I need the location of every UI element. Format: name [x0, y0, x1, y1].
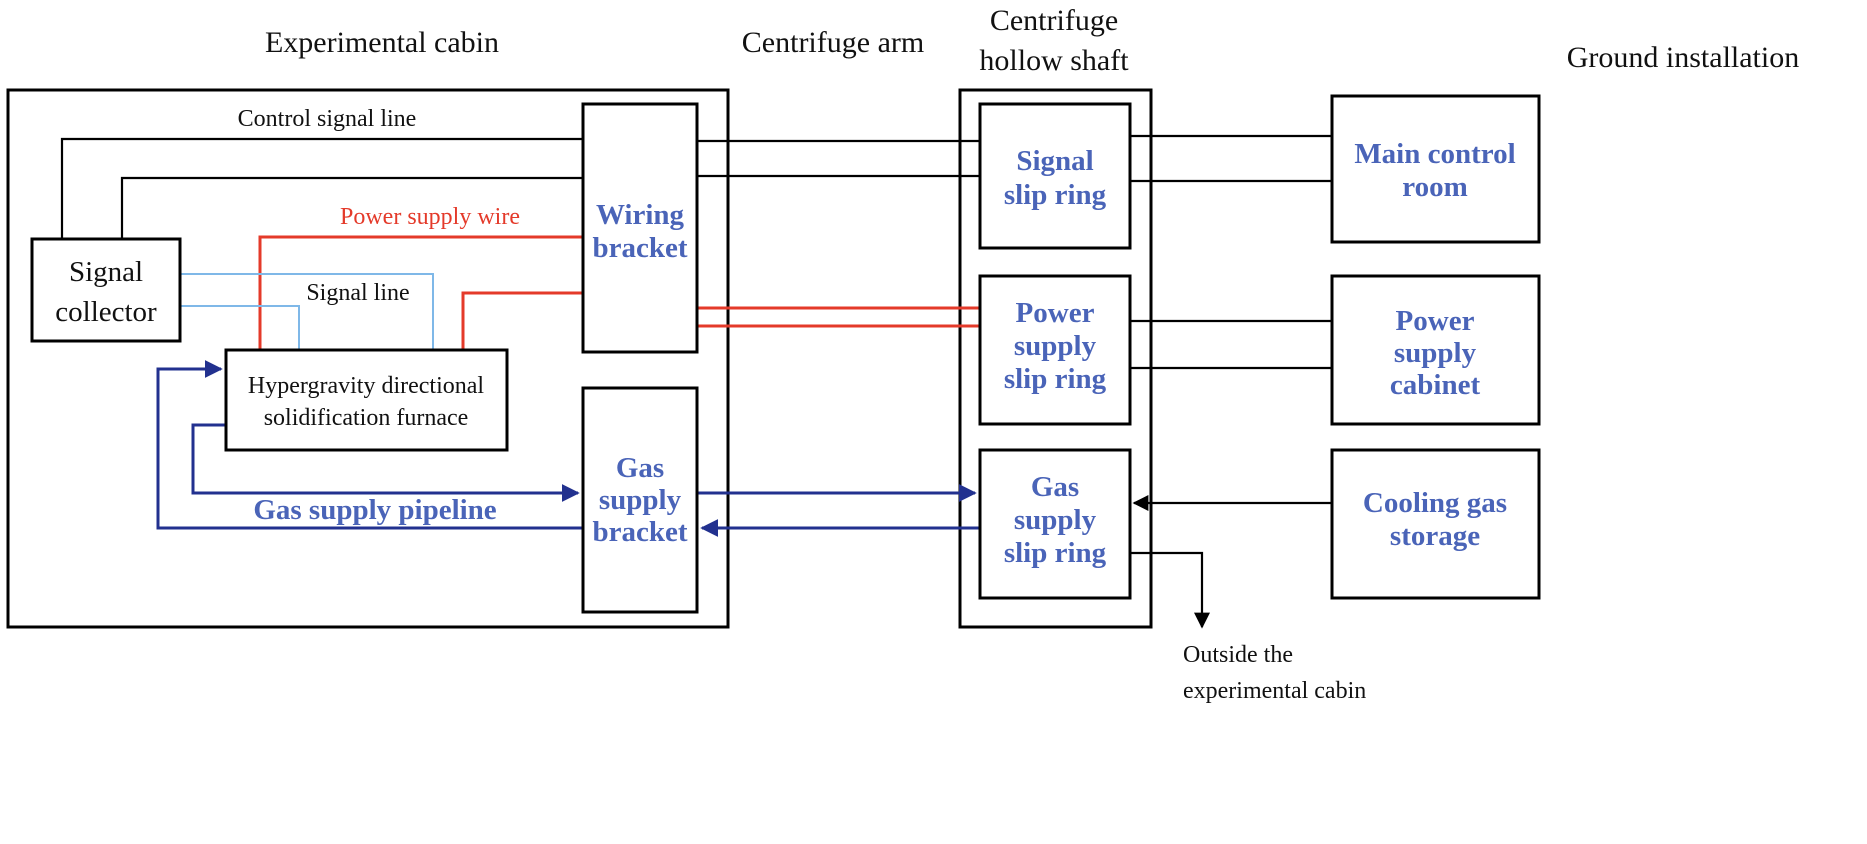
- power-cabinet-label-line3: cabinet: [1390, 369, 1481, 401]
- wiring-bracket-box: Wiring bracket: [581, 102, 699, 354]
- hollow-shaft-frame: [958, 88, 1153, 629]
- signal-slip-ring-label-line1: Signal: [1016, 145, 1093, 177]
- power-slip-ring-label-line2: supply: [1014, 330, 1097, 362]
- control-signal-line-1: [60, 137, 583, 239]
- wiring-bracket-label-line2: bracket: [592, 232, 687, 264]
- exhaust-line: [1130, 551, 1210, 629]
- power-slip-ring-label-line3: slip ring: [1004, 363, 1107, 395]
- wiring-bracket-label-line1: Wiring: [596, 199, 685, 231]
- signal-line-2: [180, 305, 300, 350]
- power-cabinet-label-line1: Power: [1396, 305, 1475, 337]
- signal-collector-label-line1: Signal: [69, 256, 143, 288]
- header-experimental-cabin: Experimental cabin: [265, 26, 499, 59]
- furnace-box: Hypergravity directional solidification …: [224, 348, 509, 452]
- main-control-room-label-line1: Main control: [1354, 138, 1515, 170]
- signal-collector-label-line2: collector: [55, 296, 157, 328]
- gas-slip-ring-label-line3: slip ring: [1004, 537, 1107, 569]
- gas-supply-slip-ring-box: Gas supply slip ring: [978, 448, 1132, 600]
- signal-slip-ring-box: Signal slip ring: [978, 102, 1132, 250]
- gas-pipeline-to-bracket: [191, 423, 580, 502]
- gas-slip-ring-label-line2: supply: [1014, 504, 1097, 536]
- power-supply-wire-1: [258, 235, 583, 350]
- signal-slip-ring-label-line2: slip ring: [1004, 179, 1107, 211]
- main-control-room-box: Main control room: [1330, 94, 1541, 244]
- power-supply-wire-2: [461, 291, 583, 350]
- power-supply-wire-label: Power supply wire: [340, 204, 520, 230]
- control-signal-line-label: Control signal line: [238, 106, 417, 132]
- gas-supply-bracket-label-line3: bracket: [592, 516, 687, 548]
- main-control-room-label-line2: room: [1402, 171, 1468, 203]
- power-supply-cabinet-box: Power supply cabinet: [1330, 274, 1541, 426]
- power-supply-slip-ring-box: Power supply slip ring: [978, 274, 1132, 426]
- control-signal-line-2: [120, 176, 583, 239]
- signal-collector-box: Signal collector: [30, 237, 182, 343]
- header-centrifuge-arm: Centrifuge arm: [742, 26, 924, 59]
- exit-label-line2: experimental cabin: [1183, 678, 1366, 704]
- gas-supply-bracket-label-line2: supply: [599, 484, 682, 516]
- gas-supply-pipeline-label: Gas supply pipeline: [253, 494, 496, 526]
- furnace-label-line1: Hypergravity directional: [248, 373, 484, 399]
- signal-line-1: [180, 273, 434, 350]
- power-slip-ring-label-line1: Power: [1016, 297, 1095, 329]
- furnace-label-line2: solidification furnace: [264, 405, 469, 431]
- gas-supply-bracket-label-line1: Gas: [616, 452, 664, 484]
- signal-line-label: Signal line: [306, 280, 409, 306]
- header-ground-installation: Ground installation: [1567, 41, 1799, 74]
- header-hollow-shaft-line2: hollow shaft: [979, 44, 1129, 77]
- gas-pipeline-return: [156, 360, 583, 530]
- header-hollow-shaft-line1: Centrifuge: [990, 4, 1118, 37]
- cooling-gas-storage-label-line2: storage: [1390, 520, 1480, 552]
- exit-label-line1: Outside the: [1183, 642, 1293, 668]
- gas-slip-ring-label-line1: Gas: [1031, 471, 1079, 503]
- cooling-gas-storage-box: Cooling gas storage: [1330, 448, 1541, 600]
- experimental-cabin-frame: [6, 88, 730, 629]
- power-cabinet-label-line2: supply: [1394, 337, 1477, 369]
- gas-supply-bracket-box: Gas supply bracket: [581, 386, 699, 614]
- cooling-gas-storage-label-line1: Cooling gas: [1363, 487, 1507, 519]
